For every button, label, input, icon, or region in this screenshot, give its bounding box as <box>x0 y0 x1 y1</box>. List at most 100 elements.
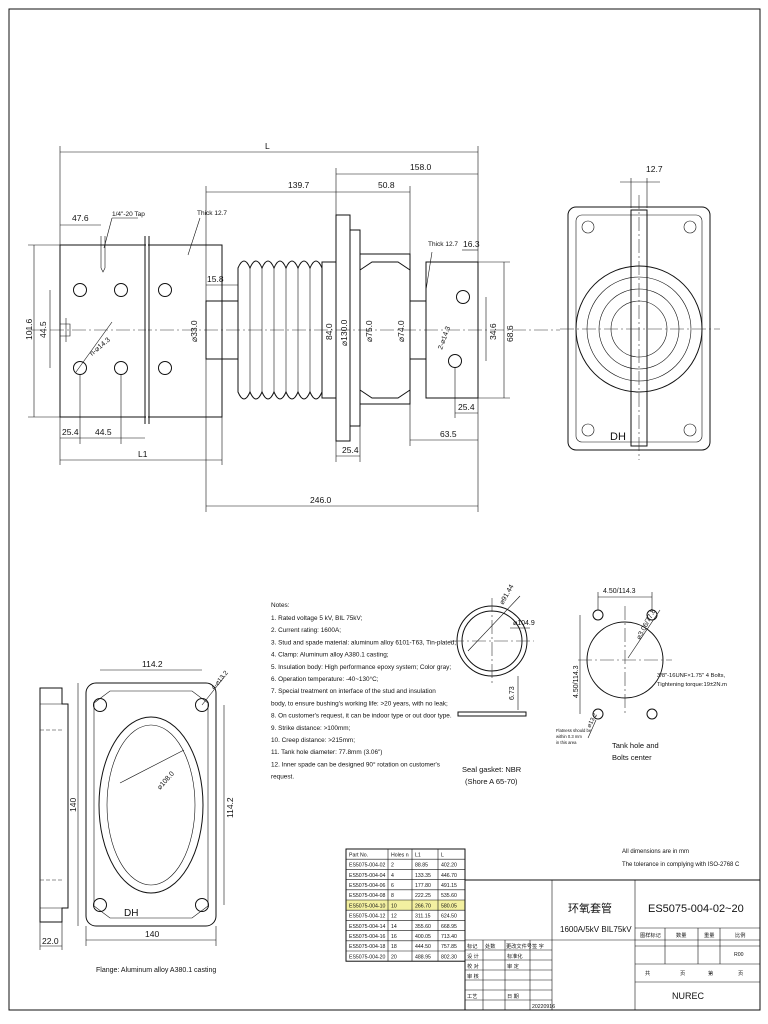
table-header: Holes n <box>391 852 409 858</box>
table-cell: ES5075-004-06 <box>349 883 385 889</box>
tap-label: 1/4"-20 Tap <box>112 211 145 218</box>
table-cell: 88.85 <box>415 863 428 869</box>
note-line: 3. Stud and spade material: aluminum all… <box>271 639 456 646</box>
tb-label-3: 签 字 <box>532 942 544 950</box>
tb-right-0: 图样标记 <box>640 931 661 939</box>
note-line: 1. Rated voltage 5 kV, BIL 75kV; <box>271 615 363 622</box>
tb-name-sub: 1600A/5kV BIL75kV <box>560 925 632 934</box>
table-cell: 802.30 <box>441 954 457 960</box>
dim-158: 158.0 <box>410 162 432 172</box>
tb-rev: R00 <box>734 952 744 958</box>
dim-12-7-top: 12.7 <box>646 164 663 174</box>
table-cell: 14 <box>391 924 397 930</box>
tank-bolts-note-1: 3/8"-16UNF×1.75" 4 Bolts, <box>657 673 725 679</box>
dh-mark-right: DH <box>610 431 626 443</box>
table-cell: ES5075-004-02 <box>349 863 385 869</box>
dim-15-8: 15.8 <box>207 274 224 284</box>
note-line: 11. Tank hole diameter: 77.8mm (3.06") <box>271 749 382 756</box>
table-cell: 446.70 <box>441 873 457 879</box>
highlighted-row <box>346 900 465 911</box>
notes-block: Notes: 1. Rated voltage 5 kV, BIL 75kV; 2… <box>271 602 456 781</box>
tb-label-9: 审 核 <box>467 972 479 980</box>
notes-title: Notes: <box>271 602 290 609</box>
tank-hole-view: 4.50/114.3 4.50/114.3 ⌀3.06/77.8 ⌀13.2 3… <box>556 588 727 762</box>
gasket-caption-1: Seal gasket: NBR <box>462 765 522 774</box>
gasket-od2-label: ⌀104.9 <box>513 620 535 627</box>
holes-flange-label: 4-⌀13.2 <box>210 669 230 691</box>
table-cell: 400.05 <box>415 934 431 940</box>
note-line: 7. Special treatment on interface of the… <box>271 688 436 695</box>
table-cell: ES5075-004-14 <box>349 924 385 930</box>
table-cell: 133.35 <box>415 873 431 879</box>
tb-right-2: 重量 <box>704 931 714 939</box>
tb-label-8: 审 定 <box>507 962 519 970</box>
dim-dia-33: ⌀33.0 <box>189 320 199 342</box>
tb-right-3: 比例 <box>735 931 745 939</box>
dim-47-6: 47.6 <box>72 213 89 223</box>
dim-101-6: 101.6 <box>24 318 34 340</box>
table-cell: 402.20 <box>441 863 457 869</box>
dim-16-3: 16.3 <box>463 239 480 249</box>
tank-caption-1: Tank hole and <box>612 741 659 750</box>
dim-dia-75: ⌀75.0 <box>364 320 374 342</box>
parts-table: Part No. Holes n L1 L ES5075-004-02 2 88.85 402… <box>345 848 466 962</box>
bushing-side-view <box>28 214 560 442</box>
table-cell: ES5075-004-04 <box>349 873 385 879</box>
table-header: L <box>441 852 444 858</box>
dim-dia-130: ⌀130.0 <box>339 319 349 346</box>
dim-114-2-v: 114.2 <box>225 797 235 818</box>
dim-25-4-a: 25.4 <box>62 427 79 437</box>
tank-caption-2: Bolts center <box>612 753 652 762</box>
note-line: request. <box>271 774 294 781</box>
tank-bolt-dia-label: ⌀13.2 <box>586 712 599 729</box>
table-cell: 624.50 <box>441 914 457 920</box>
note-line: 9. Strike distance: >100mm; <box>271 725 351 732</box>
table-cell: 713.40 <box>441 934 457 940</box>
dim-34-6: 34.6 <box>488 323 498 340</box>
title-block: 标记 处数 更改文件号 签 字 设 计 标准化 校 对 审 定 审 核 工艺 日… <box>464 879 761 1011</box>
notes-list: 1. Rated voltage 5 kV, BIL 75kV; 2. Curre… <box>271 615 456 781</box>
sheet-border <box>8 8 761 1011</box>
tank-bolts-note-2: Tightening torque:19±2N.m <box>657 682 727 688</box>
tb-label-6: 标准化 <box>507 952 523 960</box>
flange-caption: Flange: Aluminum alloy A380.1 casting <box>96 967 216 974</box>
tb-right-7: 页 <box>738 970 743 977</box>
gasket-thickness-label: 6.73 <box>509 686 516 700</box>
table-cell: 6 <box>391 883 394 889</box>
table-cell: 16 <box>391 934 397 940</box>
holes-right-label: 2-⌀14.3 <box>437 326 452 351</box>
tb-label-2: 更改文件号 <box>506 942 532 950</box>
tolerance-note: The tolerance in complying with ISO-2768… <box>622 862 740 868</box>
tb-label-0: 标记 <box>467 942 477 950</box>
table-cell: 2 <box>391 863 394 869</box>
table-cell: ES5075-004-10 <box>349 903 385 909</box>
note-line: 6. Operation temperature: -40~130°C; <box>271 675 379 683</box>
table-cell: 18 <box>391 944 397 950</box>
table-cell: ES5075-004-18 <box>349 944 385 950</box>
table-header: Part No. <box>349 852 368 858</box>
gasket-caption-2: (Shore A 65-70) <box>465 777 518 786</box>
dim-22: 22.0 <box>42 936 59 946</box>
table-cell: ES5075-004-08 <box>349 893 385 899</box>
dim-25-4-c: 25.4 <box>458 402 475 412</box>
table-cell: 222.25 <box>415 893 431 899</box>
dim-84: 84.0 <box>324 323 334 340</box>
tb-right-5: 页 <box>680 970 685 977</box>
tb-company: NUREC <box>672 991 705 1001</box>
table-cell: 20 <box>391 954 397 960</box>
table-cell: 177.80 <box>415 883 431 889</box>
tb-date: 20220916 <box>532 1004 555 1010</box>
note-line: 2. Current rating: 1600A; <box>271 627 341 634</box>
table-cell: 757.85 <box>441 944 457 950</box>
tb-label-7: 校 对 <box>467 962 479 970</box>
table-cell: 10 <box>391 903 397 909</box>
table-header: L1 <box>415 852 421 858</box>
tb-name-cn: 环氧套管 <box>568 901 612 915</box>
tb-label-1: 处数 <box>485 942 496 950</box>
note-line: 4. Clamp: Aluminum alloy A380.1 casting; <box>271 652 389 659</box>
tb-label-5: 设 计 <box>467 952 479 960</box>
note-line: 8. On customer's request, it can be indo… <box>271 713 452 720</box>
dim-63-5: 63.5 <box>440 429 457 439</box>
gasket-view: ⌀91.44 ⌀104.9 6.73 Seal gasket: NBR (Sho… <box>450 584 535 786</box>
dim-25-4-b: 25.4 <box>342 445 359 455</box>
